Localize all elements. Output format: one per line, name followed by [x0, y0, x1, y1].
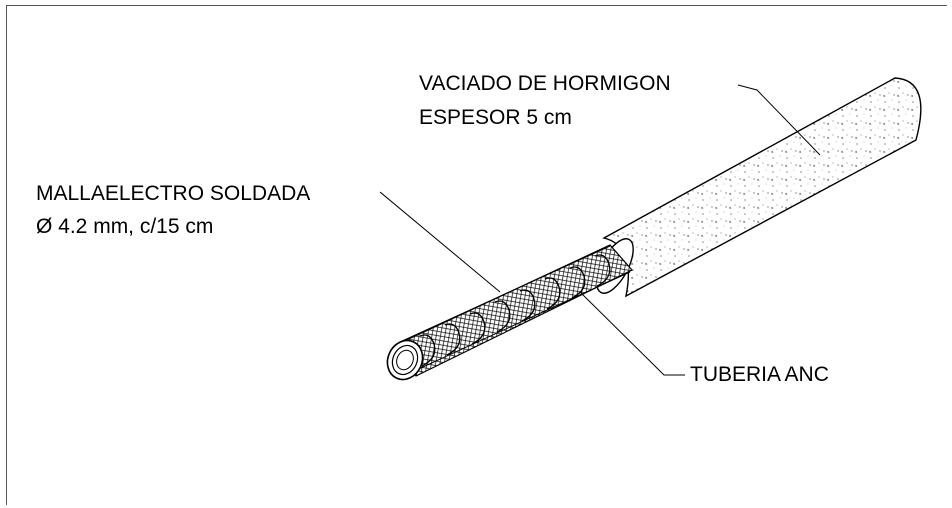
concrete-label-line2: ESPESOR 5 cm [419, 106, 572, 129]
leader-lines [379, 84, 821, 376]
mesh-label-line1: MALLAELECTRO SOLDADA [36, 182, 310, 205]
concrete-label-line1: VACIADO DE HORMIGON [419, 72, 671, 95]
spiral-hoops [419, 254, 611, 367]
drawing-frame [6, 5, 947, 505]
pipe-label: TUBERIA ANC [690, 363, 829, 386]
mesh-label-line2: Ø 4.2 mm, c/15 cm [36, 215, 213, 238]
welded-mesh-pipe [386, 244, 633, 381]
concrete-encasement [596, 77, 922, 298]
